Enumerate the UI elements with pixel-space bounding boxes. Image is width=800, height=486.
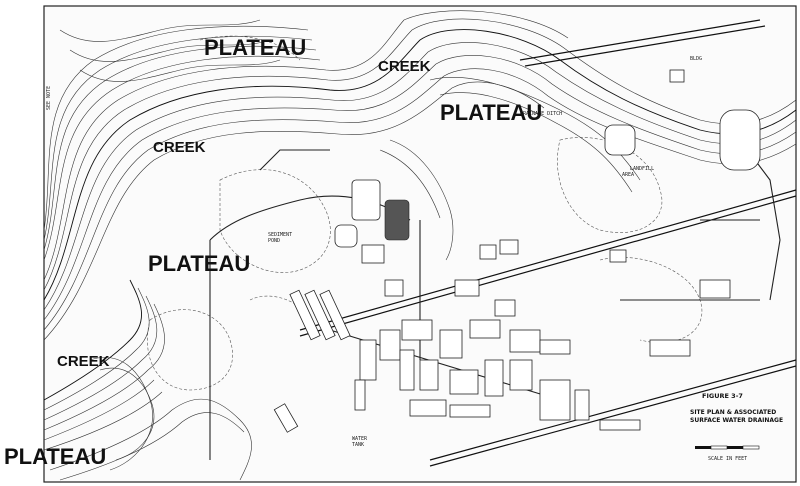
label-plateau-right: PLATEAU	[440, 100, 542, 125]
facility-buildings	[273, 69, 761, 433]
svg-text:AREA: AREA	[622, 172, 634, 178]
scale-bar-label: SCALE IN FEET	[708, 456, 747, 462]
scale-bar: SCALE IN FEET	[695, 445, 760, 462]
label-creek-upper-left: CREEK	[153, 139, 206, 156]
figure-title-line-1: SITE PLAN & ASSOCIATED	[690, 409, 776, 416]
rail-lines	[299, 19, 797, 467]
svg-text:SEDIMENT: SEDIMENT	[268, 232, 292, 238]
label-plateau-top: PLATEAU	[204, 35, 306, 60]
svg-text:DRAINAGE DITCH: DRAINAGE DITCH	[520, 111, 562, 117]
figure-title-line-2: SURFACE WATER DRAINAGE	[690, 417, 783, 424]
tiny-annotations: SEDIMENT POND LANDFILL AREA BLDG DRAINAG…	[46, 56, 702, 448]
terrain-labels: PLATEAU PLATEAU PLATEAU PLATEAU CREEK CR…	[4, 35, 542, 469]
svg-text:TANK: TANK	[352, 442, 364, 448]
svg-text:POND: POND	[268, 238, 280, 244]
svg-text:LANDFILL: LANDFILL	[630, 166, 654, 172]
label-creek-top: CREEK	[378, 58, 431, 75]
figure-number: FIGURE 3-7	[702, 392, 743, 400]
svg-text:BLDG: BLDG	[690, 56, 702, 62]
label-plateau-bottom: PLATEAU	[4, 444, 106, 469]
label-plateau-center: PLATEAU	[148, 251, 250, 276]
title-block: FIGURE 3-7 SITE PLAN & ASSOCIATED SURFAC…	[690, 392, 783, 462]
svg-text:WATER: WATER	[352, 436, 368, 442]
label-creek-lower-left: CREEK	[57, 353, 110, 370]
contour-lines-creek-valley	[43, 10, 797, 481]
svg-text:SEE NOTE: SEE NOTE	[46, 86, 52, 110]
